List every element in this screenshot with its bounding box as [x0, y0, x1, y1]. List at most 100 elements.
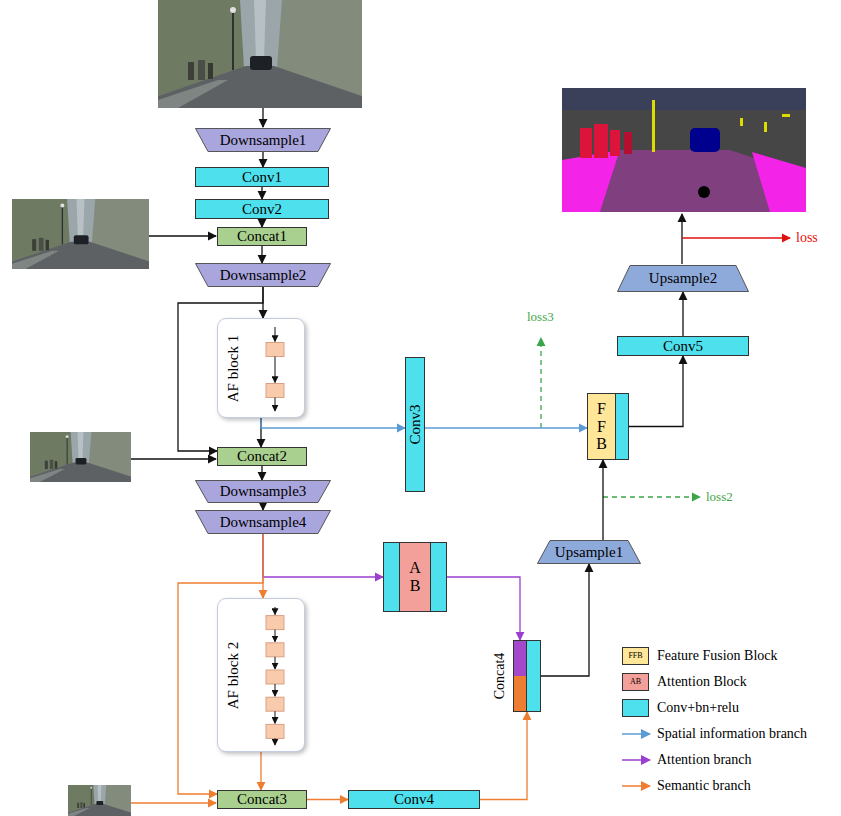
legend-swatch — [622, 699, 649, 717]
conv-block: Conv5 — [617, 336, 749, 356]
legend-text: Spatial information branch — [657, 727, 807, 741]
connector-arrow — [261, 187, 262, 199]
loss-label: loss — [796, 231, 818, 245]
concat-block-label: Concat4 — [493, 653, 507, 700]
conv-block-label: Conv2 — [242, 202, 282, 217]
connector-arrow — [261, 219, 262, 227]
trapezoid-shape — [196, 511, 331, 534]
af-block: AF block 1 — [217, 318, 305, 418]
input-photo — [30, 432, 131, 482]
connector-arrow — [262, 503, 263, 510]
legend-row: FFB Feature Fusion Block — [622, 645, 837, 667]
input-arrow — [131, 458, 216, 459]
connector-arrow — [682, 292, 683, 336]
conv-block-label: Conv4 — [394, 792, 434, 807]
legend-row: AB Attention Block — [622, 671, 837, 693]
swatch-label: FFB — [628, 652, 642, 660]
trapezoid-shape — [196, 481, 331, 503]
conv-block: Conv4 — [348, 790, 480, 809]
input-arrow — [149, 235, 216, 236]
unit-square — [266, 643, 284, 657]
legend-row: Conv+bn+relu — [622, 697, 837, 719]
feature-fusion-block-label: FFB — [594, 400, 610, 453]
concat-block: Concat1 — [217, 227, 307, 246]
downsample-block: Downsample2 — [195, 263, 331, 287]
connector-arrow — [480, 712, 527, 800]
input-photo — [68, 785, 131, 816]
loss-arrow — [682, 237, 790, 238]
conv-block: Conv1 — [195, 167, 329, 187]
swatch-label: AB — [630, 678, 641, 686]
downsample-block-label: Downsample3 — [220, 484, 307, 499]
concat-block-label: Concat3 — [237, 792, 287, 807]
input-arrow — [262, 108, 263, 127]
unit-square — [266, 724, 284, 738]
connector-arrow — [541, 564, 589, 676]
loss-label: loss3 — [527, 310, 554, 323]
aux-loss-arrow — [540, 338, 541, 428]
feature-fusion-block: FFB — [587, 393, 629, 460]
conv-block-label: Conv1 — [242, 170, 282, 185]
downsample-block-label: Downsample4 — [220, 515, 307, 530]
legend-text: Semantic branch — [657, 779, 751, 793]
legend-line-sample — [622, 785, 650, 787]
unit-square — [266, 616, 284, 630]
af-block: AF block 2 — [217, 598, 305, 752]
loss-label: loss2 — [706, 490, 733, 503]
trapezoid-shape — [196, 264, 331, 287]
legend-swatch: FFB — [622, 647, 649, 665]
conv-block: Conv2 — [195, 199, 329, 219]
legend-text: Attention branch — [657, 753, 751, 767]
legend-line-sample — [622, 759, 650, 761]
connector-arrow — [425, 427, 587, 428]
trapezoid-shape — [196, 129, 331, 152]
concat-block-label: Concat2 — [237, 449, 287, 464]
trapezoid-shape — [538, 541, 641, 564]
semantic-part — [514, 676, 527, 711]
upsample-block-label: Upsample1 — [555, 545, 623, 560]
connector-arrow — [261, 466, 262, 480]
fusion-core: FFB — [588, 394, 616, 459]
legend-text: Attention Block — [657, 675, 747, 689]
concat-block-label: Concat1 — [237, 229, 287, 244]
legend-row: Attention branch — [622, 749, 837, 771]
legend-row: Semantic branch — [622, 775, 837, 797]
output-arrow — [681, 214, 682, 264]
connector-arrow — [447, 577, 520, 640]
concat-block: Concat2 — [217, 447, 307, 466]
downsample-block: Downsample3 — [195, 480, 331, 503]
downsample-block: Downsample4 — [195, 510, 331, 534]
segmentation-output — [562, 88, 806, 212]
legend-text: Conv+bn+relu — [657, 701, 739, 715]
downsample-block-label: Downsample2 — [220, 268, 307, 283]
downsample-block-label: Downsample1 — [220, 133, 307, 148]
input-photo — [158, 0, 362, 108]
legend-row: Spatial information branch — [622, 723, 837, 745]
attention-core: AB — [399, 543, 431, 611]
unit-square — [266, 384, 284, 398]
connector-arrow — [262, 152, 263, 167]
upsample-block: Upsample1 — [537, 540, 641, 564]
attention-block-label: AB — [407, 559, 423, 594]
af-block-label: AF block 2 — [226, 641, 241, 709]
unit-square — [266, 670, 284, 684]
af-block-label: AF block 1 — [226, 334, 241, 402]
unit-square — [266, 343, 284, 357]
connector-arrow — [629, 356, 683, 427]
connector-arrow — [307, 799, 348, 800]
attention-part — [514, 641, 527, 676]
unit-square — [266, 697, 284, 711]
connector-arrow — [602, 460, 603, 540]
legend-text: Feature Fusion Block — [657, 649, 778, 663]
upsample-block: Upsample2 — [617, 265, 749, 292]
input-arrow — [131, 802, 216, 803]
input-photo — [12, 199, 149, 269]
downsample-block: Downsample1 — [195, 128, 331, 152]
trapezoid-shape — [618, 266, 749, 292]
concat-block: Concat4 — [513, 640, 541, 712]
legend: FFB Feature Fusion BlockAB Attention Block… — [622, 645, 837, 805]
connector-arrow — [261, 418, 405, 428]
connector-arrow — [260, 752, 261, 790]
concat-block: Concat3 — [217, 790, 307, 809]
connector-arrow — [261, 246, 262, 263]
